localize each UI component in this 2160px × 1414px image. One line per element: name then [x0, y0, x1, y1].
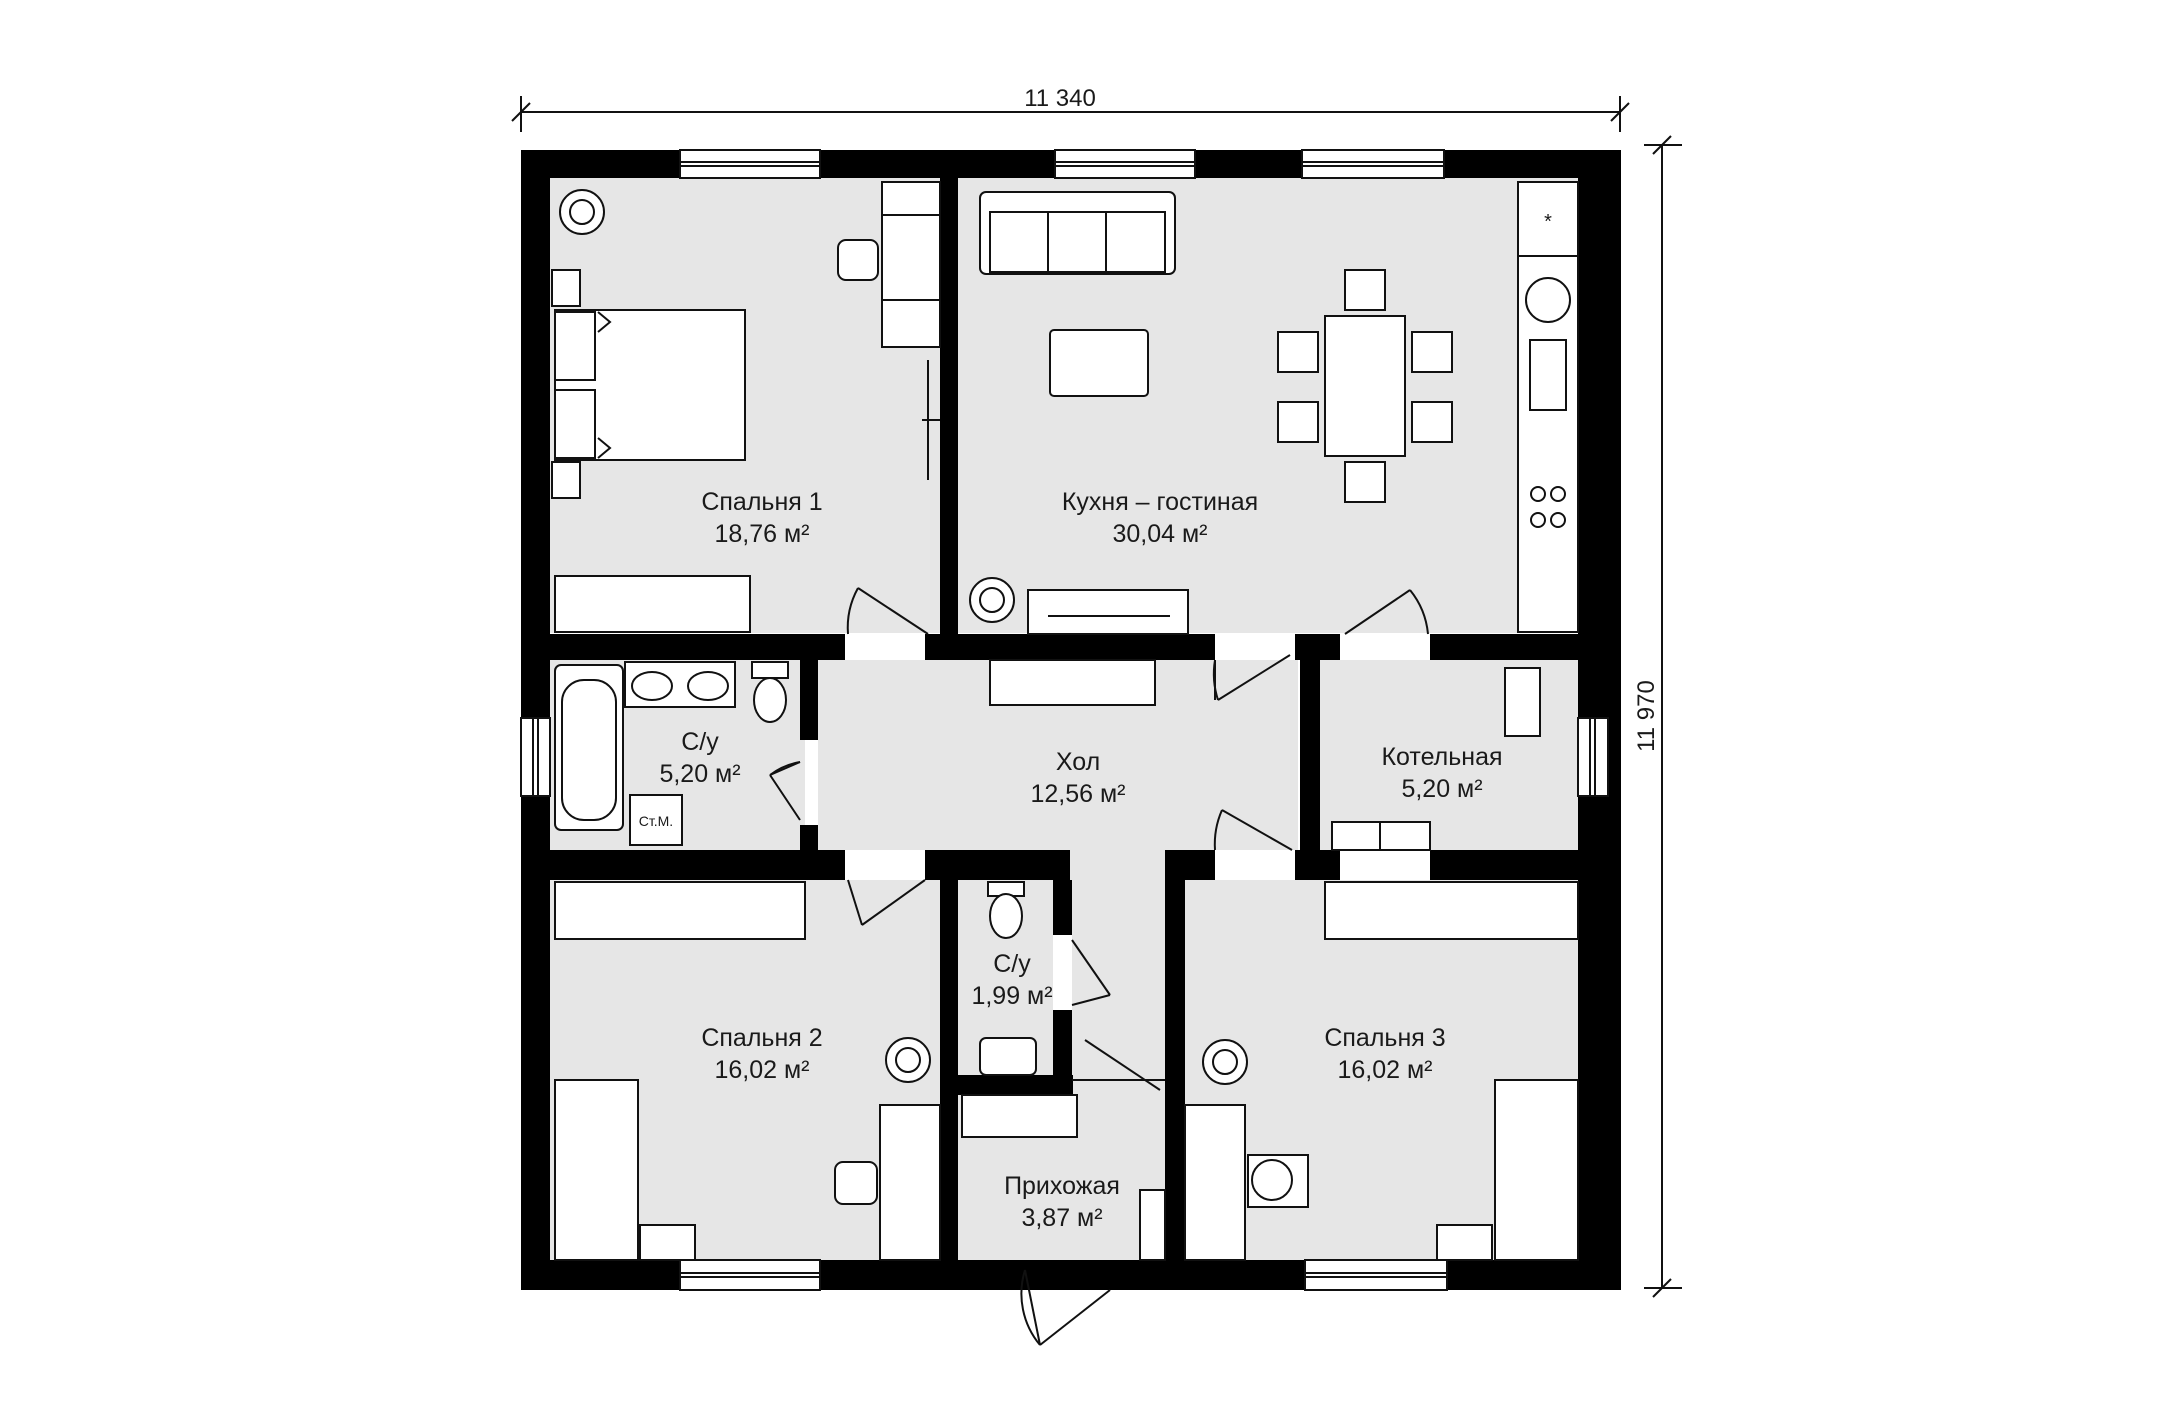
- window-bathroom-1: [520, 717, 551, 797]
- room-name-boiler-room: Котельная: [1381, 743, 1502, 771]
- dining-chair: [1411, 401, 1453, 443]
- window-kitchen-right: [1301, 149, 1445, 179]
- kitchen-furniture: *: [969, 181, 1579, 635]
- washbasin: [979, 1037, 1037, 1076]
- entrance-shelf: [961, 1094, 1078, 1138]
- chair-bedroom-1: [837, 239, 879, 281]
- room-area-kitchen-living: 30,04 м²: [1112, 520, 1207, 548]
- sink-icon: [1525, 277, 1571, 323]
- bedroom-1-furniture: [551, 181, 941, 633]
- dining-chair: [1277, 401, 1319, 443]
- washing-machine: [629, 794, 683, 846]
- nightstand-right: [551, 461, 581, 499]
- bathroom-2-furniture: [979, 881, 1037, 1076]
- room-area-bedroom-3: 16,02 м²: [1337, 1056, 1432, 1084]
- single-bed-bedroom-3: [1494, 1079, 1579, 1261]
- desk-bedroom-1: [881, 181, 941, 348]
- room-area-bathroom-1: 5,20 м²: [659, 760, 740, 788]
- nightstand-bedroom-2: [639, 1224, 696, 1261]
- doors: [769, 587, 1429, 1346]
- room-area-bedroom-1: 18,76 м²: [714, 520, 809, 548]
- hall-furniture: [989, 659, 1156, 706]
- height-dimension-label: 11 970: [1633, 680, 1660, 752]
- washing-machine-label: Ст.М.: [639, 813, 673, 829]
- dining-chair: [1344, 461, 1386, 503]
- entrance-furniture: [961, 1094, 1166, 1261]
- door-kitchen-hall: [1212, 654, 1291, 701]
- room-labels: Спальня 1 18,76 м² Кухня – гостиная 30,0…: [659, 488, 1502, 1232]
- plant-icon: [1202, 1039, 1248, 1085]
- door-hall-boiler-side: [1213, 809, 1293, 851]
- room-name-bedroom-2: Спальня 2: [701, 1024, 822, 1052]
- door-entrance: [1020, 1269, 1111, 1346]
- plant-icon: [559, 189, 605, 235]
- room-name-entrance: Прихожая: [1004, 1172, 1120, 1200]
- toilet-1: [751, 661, 789, 679]
- bathroom-1-furniture: Ст.М.: [554, 661, 789, 846]
- desk-bedroom-3: [1184, 1104, 1246, 1261]
- room-name-bedroom-1: Спальня 1: [701, 488, 822, 516]
- room-area-entrance: 3,87 м²: [1021, 1204, 1102, 1232]
- shoe-rack: [1139, 1189, 1166, 1261]
- dimension-lines: 11 340 11 970: [511, 85, 1682, 1298]
- bedroom-2-furniture: [554, 881, 941, 1261]
- nightstand-left: [551, 269, 581, 307]
- dining-chair: [1344, 269, 1386, 311]
- door-bathroom-1: [769, 761, 801, 821]
- door-bedroom-3: [1072, 1039, 1165, 1091]
- windows: [520, 149, 1609, 1291]
- chair-bedroom-2: [834, 1161, 878, 1205]
- room-name-bathroom-2: С/у: [993, 950, 1031, 978]
- room-name-bathroom-1: С/у: [681, 728, 719, 756]
- boiler: [1504, 667, 1541, 737]
- desk-bedroom-2: [879, 1104, 941, 1261]
- door-bedroom-1: [846, 587, 929, 635]
- hall-cabinet: [989, 659, 1156, 706]
- window-bedroom-2: [679, 1259, 821, 1291]
- door-boiler-room: [1344, 589, 1429, 635]
- single-bed-bedroom-2: [554, 1079, 639, 1261]
- fridge-icon: *: [1544, 211, 1552, 233]
- room-area-hall: 12,56 м²: [1030, 780, 1125, 808]
- stove-icon: [1530, 486, 1566, 528]
- window-bedroom-1: [679, 149, 821, 179]
- dining-chair: [1277, 331, 1319, 373]
- room-area-bedroom-2: 16,02 м²: [714, 1056, 809, 1084]
- door-bedroom-2: [847, 879, 926, 926]
- width-dimension-label: 11 340: [1024, 85, 1096, 112]
- bedroom-3-furniture: [1184, 881, 1579, 1261]
- chair-bedroom-3: [1251, 1159, 1293, 1201]
- window-boiler-room: [1577, 717, 1609, 797]
- plant-icon: [969, 577, 1015, 623]
- window-bedroom-3: [1304, 1259, 1448, 1291]
- nightstand-bedroom-3: [1436, 1224, 1493, 1261]
- boiler-room-furniture: [1331, 667, 1541, 851]
- room-area-bathroom-2: 1,99 м²: [971, 982, 1052, 1010]
- room-name-bedroom-3: Спальня 3: [1324, 1024, 1445, 1052]
- door-bathroom-2: [1071, 939, 1111, 1006]
- plant-icon: [885, 1037, 931, 1083]
- wardrobe-bedroom-1: [554, 575, 751, 633]
- wardrobe-bedroom-3: [1324, 881, 1579, 940]
- wardrobe-bedroom-2: [554, 881, 806, 940]
- room-name-hall: Хол: [1056, 748, 1100, 776]
- tv-stand: [1027, 589, 1189, 635]
- room-name-kitchen-living: Кухня – гостиная: [1062, 488, 1258, 516]
- coffee-table: [1049, 329, 1149, 397]
- dishwasher: [1529, 339, 1567, 411]
- dining-table: [1324, 315, 1406, 457]
- dining-chair: [1411, 331, 1453, 373]
- room-area-boiler-room: 5,20 м²: [1401, 775, 1482, 803]
- window-kitchen-left: [1054, 149, 1196, 179]
